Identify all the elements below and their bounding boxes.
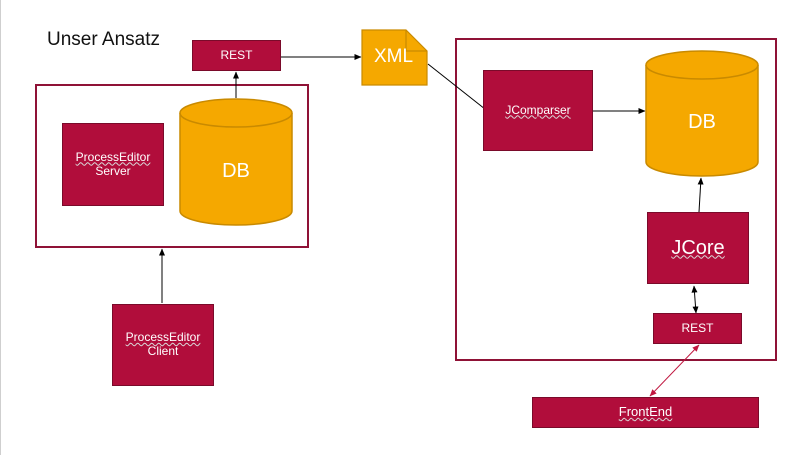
- jcore-label: JCore: [671, 236, 725, 259]
- processeditor-client-line1: ProcessEditor: [125, 330, 201, 345]
- processeditor-server-box: ProcessEditor Server: [62, 123, 164, 206]
- arrow-jcore-rest-bidirectional: [691, 285, 699, 314]
- processeditor-client-box: ProcessEditor Client: [112, 304, 214, 386]
- canvas-edge: [0, 0, 1, 455]
- arrow-rest-frontend-bidirectional: [649, 344, 700, 397]
- jcomparser-label: JComparser: [505, 102, 571, 117]
- left-rest-box: REST: [192, 40, 281, 71]
- arrow-jcore-to-db: [697, 177, 704, 213]
- frontend-label: FrontEnd: [618, 404, 673, 420]
- left-rest-label: REST: [220, 47, 253, 62]
- arrow-xml-to-jcomparser: [427, 63, 491, 114]
- right-rest-box: REST: [653, 313, 742, 344]
- right-db-cylinder: [645, 50, 759, 177]
- jcomparser-box: JComparser: [483, 70, 593, 151]
- right-db-label: DB: [688, 111, 716, 133]
- right-rest-label: REST: [681, 320, 714, 335]
- xml-label: XML: [374, 46, 414, 67]
- right-system-frame: [455, 38, 777, 361]
- xml-document-shape: [361, 29, 428, 86]
- processeditor-server-line1: ProcessEditor: [75, 149, 151, 164]
- left-db-cylinder: [179, 98, 293, 226]
- left-system-frame: [35, 84, 309, 248]
- jcore-box: JCore: [647, 212, 749, 284]
- processeditor-server-line2: Server: [95, 163, 131, 178]
- left-db-label: DB: [222, 160, 250, 182]
- diagram-title: Unser Ansatz: [47, 29, 160, 50]
- processeditor-client-line2: Client: [147, 344, 179, 358]
- frontend-box: FrontEnd: [532, 397, 759, 428]
